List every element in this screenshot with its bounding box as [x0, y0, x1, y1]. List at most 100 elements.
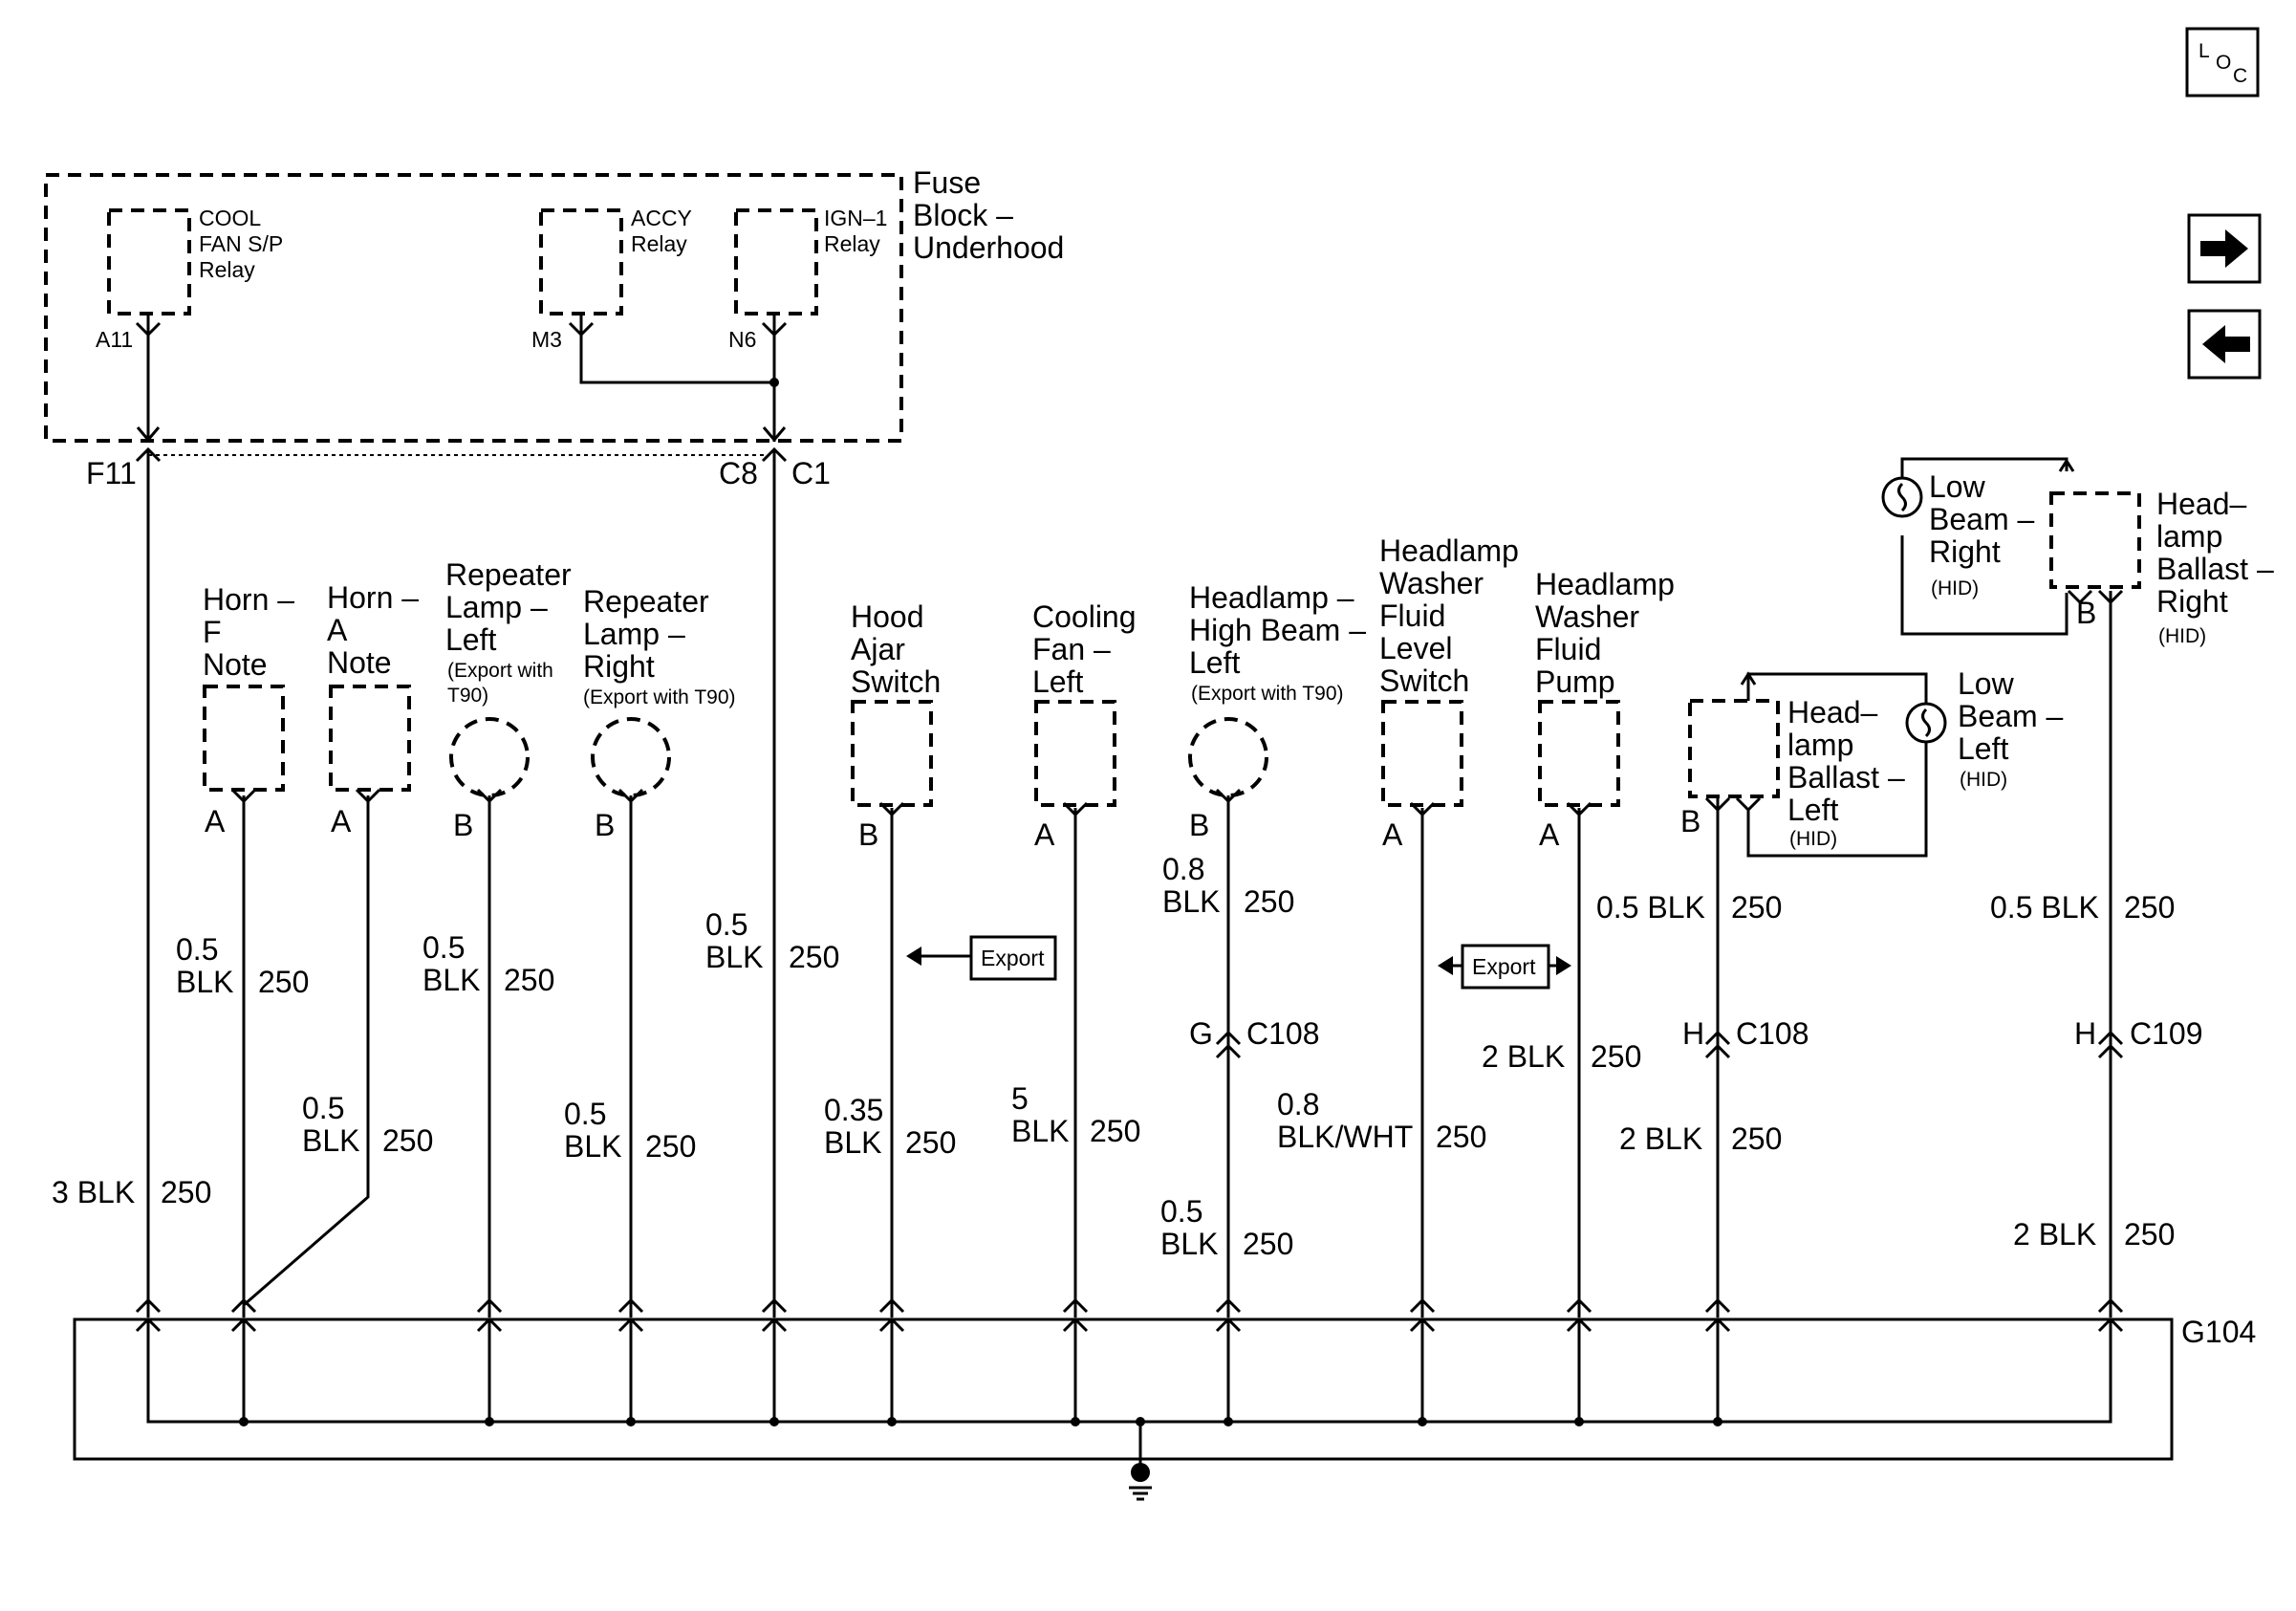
- loc-button[interactable]: L O C: [2185, 27, 2260, 98]
- loc-glyph-c: C: [2233, 65, 2247, 87]
- wire-horn-a-size-1: 0.5: [302, 1091, 344, 1125]
- export-tag-hood-ajar-label: Export: [981, 946, 1045, 970]
- terminal-n6: N6: [728, 327, 756, 352]
- hood-ajar-line-1: Hood: [851, 599, 924, 634]
- wire-high-beam-upper-size-2: BLK: [1162, 884, 1220, 919]
- wire-labels: 3 BLK 250 0.5 BLK 250 0.5 BLK 250 0.5 BL…: [52, 852, 2175, 1261]
- ballast-right-line-1: Head–: [2156, 487, 2247, 521]
- wire-ballast-right-upper-circuit: 250: [2124, 890, 2175, 925]
- horn-a-line-1: Horn –: [327, 580, 419, 615]
- repeater-right-line-1: Repeater: [583, 584, 709, 619]
- cooling-fan-line-1: Cooling: [1032, 599, 1137, 634]
- horn-f-line-2: F: [203, 615, 222, 649]
- wire-cooling-fan-size-2: BLK: [1011, 1114, 1069, 1148]
- horn-a: Horn – A Note A: [327, 580, 419, 838]
- arrow-right-icon: [2200, 229, 2248, 268]
- horn-f-pin: A: [205, 804, 226, 838]
- next-page-button[interactable]: [2187, 213, 2262, 284]
- output-c8: C8: [719, 456, 758, 490]
- wire-hood-ajar-size-1: 0.35: [824, 1093, 883, 1127]
- loc-glyph-o: O: [2216, 52, 2231, 74]
- wire-horn-f-size-2: BLK: [176, 965, 233, 999]
- ballast-right-line-3: Ballast –: [2156, 552, 2274, 586]
- washer-level-line-2: Washer: [1379, 566, 1484, 600]
- wire-ballast-right-lower-size: 2 BLK: [2013, 1217, 2096, 1252]
- wire-c1-size-1: 0.5: [705, 907, 747, 942]
- wire-high-beam-lower-size-2: BLK: [1160, 1227, 1218, 1261]
- wire-ballast-left-upper-circuit: 250: [1731, 890, 1782, 925]
- low-beam-right-note: (HID): [1931, 577, 1979, 599]
- fuse-block-underhood: Fuse Block – Underhood COOL FAN S/P Rela…: [44, 165, 1064, 490]
- wire-c1-size-2: BLK: [705, 940, 763, 974]
- output-f11: F11: [86, 456, 137, 490]
- cool-fan-relay-line-3: Relay: [199, 257, 255, 282]
- headlamp-high-beam-left: Headlamp – High Beam – Left (Export with…: [1188, 580, 1366, 842]
- washer-level-line-1: Headlamp: [1379, 533, 1519, 568]
- repeater-right-line-2: Lamp –: [583, 617, 685, 651]
- high-beam-note: (Export with T90): [1191, 683, 1344, 705]
- horn-a-pin: A: [331, 804, 352, 838]
- wire-hood-ajar-size-2: BLK: [824, 1125, 881, 1160]
- wire-c1-circuit: 250: [789, 940, 839, 974]
- export-tag-washer-level-label: Export: [1472, 954, 1536, 979]
- high-beam-pin: B: [1189, 808, 1209, 842]
- low-beam-left: Low Beam – Left (HID): [1905, 666, 2063, 791]
- repeater-left-pin: B: [453, 808, 473, 842]
- arrow-right-icon: [1556, 956, 1571, 975]
- headlamp-washer-fluid-level-switch: Headlamp Washer Fluid Level Switch A: [1379, 533, 1519, 852]
- ballast-left-line-4: Left: [1787, 793, 1838, 827]
- washer-pump-line-1: Headlamp: [1535, 567, 1675, 601]
- horn-f-line-3: Note: [203, 647, 268, 682]
- arrow-left-icon: [2202, 325, 2250, 363]
- repeater-right-pin: B: [595, 808, 615, 842]
- ballast-right-pin: B: [2076, 596, 2096, 630]
- hood-ajar-switch: Hood Ajar Switch B: [851, 599, 941, 852]
- low-beam-left-line-2: Beam –: [1958, 699, 2063, 733]
- wire-ballast-right-lower-circuit: 250: [2124, 1217, 2175, 1252]
- repeater-right-line-3: Right: [583, 649, 655, 684]
- wire-high-beam-lower-circuit: 250: [1243, 1227, 1293, 1261]
- ign1-relay: IGN–1 Relay N6: [728, 206, 887, 352]
- cooling-fan-left: Cooling Fan – Left A: [1032, 599, 1137, 852]
- repeater-left-note-2: T90): [447, 685, 488, 707]
- arrow-left-icon: [1438, 956, 1453, 975]
- fuse-block-title-line-3: Underhood: [913, 230, 1064, 265]
- wire-horn-a-circuit: 250: [382, 1123, 433, 1158]
- low-beam-left-line-1: Low: [1958, 666, 2015, 701]
- fuse-block-title-line-2: Block –: [913, 198, 1013, 232]
- wire-washer-level-circuit: 250: [1436, 1120, 1486, 1154]
- cooling-fan-line-3: Left: [1032, 664, 1083, 699]
- connector-ballast-left-name: C108: [1736, 1016, 1809, 1051]
- headlamp-ballast-left: Head– lamp Ballast – Left (HID) B: [1680, 671, 1928, 858]
- headlamp-ballast-right: Head– lamp Ballast – Right (HID) B: [2049, 487, 2274, 647]
- ballast-left-pin: B: [1680, 804, 1700, 838]
- high-beam-line-1: Headlamp –: [1189, 580, 1354, 615]
- previous-page-button[interactable]: [2187, 309, 2262, 380]
- accy-relay-line-2: Relay: [631, 231, 687, 256]
- horn-f: Horn – F Note A: [203, 582, 294, 838]
- inline-connectors: G C108 H C108 H C109: [1189, 1016, 2203, 1051]
- repeater-lamp-left: Repeater Lamp – Left (Export with T90) B: [445, 557, 572, 842]
- headlamp-washer-fluid-pump: Headlamp Washer Fluid Pump A: [1535, 567, 1675, 852]
- output-c1: C1: [791, 456, 831, 490]
- wires: [135, 446, 2124, 1317]
- washer-level-line-3: Fluid: [1379, 599, 1445, 633]
- repeater-right-note: (Export with T90): [583, 686, 736, 708]
- terminal-m3: M3: [531, 327, 562, 352]
- wire-washer-pump-size: 2 BLK: [1482, 1039, 1565, 1074]
- wire-ballast-left-lower-size: 2 BLK: [1619, 1121, 1702, 1156]
- washer-pump-line-2: Washer: [1535, 599, 1639, 634]
- washer-level-pin: A: [1382, 817, 1403, 852]
- connector-ballast-right-name: C109: [2130, 1016, 2203, 1051]
- ground-symbol-icon: [1129, 1463, 1152, 1501]
- low-beam-right-line-1: Low: [1929, 469, 1986, 504]
- wire-washer-level-size-1: 0.8: [1277, 1087, 1319, 1121]
- ballast-left-line-1: Head–: [1787, 695, 1878, 729]
- hood-ajar-line-3: Switch: [851, 664, 941, 699]
- ballast-left-note: (HID): [1789, 828, 1837, 850]
- ballast-right-note: (HID): [2158, 625, 2206, 647]
- wire-f11-size: 3 BLK: [52, 1175, 135, 1209]
- ballast-right-line-4: Right: [2156, 584, 2228, 619]
- wire-repeater-right-circuit: 250: [645, 1129, 696, 1164]
